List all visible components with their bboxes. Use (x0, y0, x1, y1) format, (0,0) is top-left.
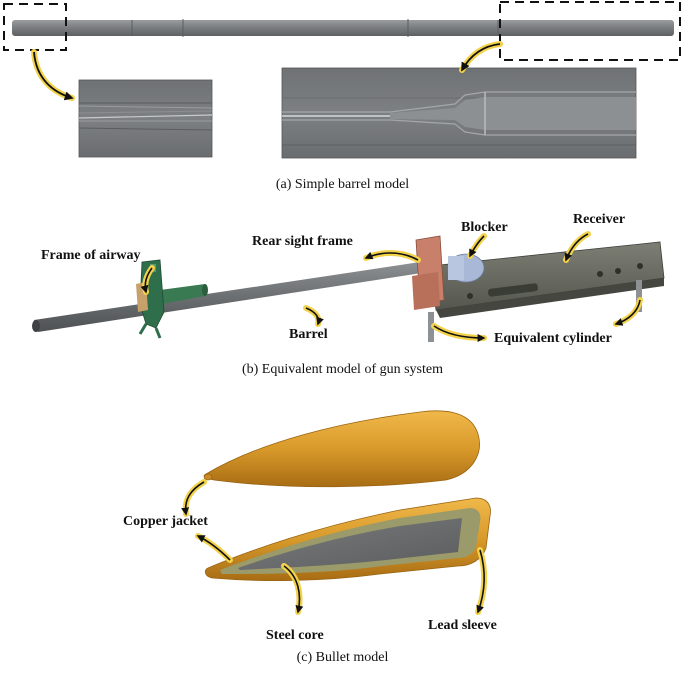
label-rear-sight-frame: Rear sight frame (252, 234, 353, 249)
blocker (447, 253, 485, 283)
panel-c-caption: (c) Bullet model (296, 650, 389, 665)
panel-a-caption: (a) Simple barrel model (275, 177, 410, 192)
arrow-steel-core (281, 563, 304, 615)
panel-b-gun-system: Frame of airway Rear sight frame Blocker… (0, 200, 685, 390)
equivalent-cylinders (428, 280, 642, 342)
arrow-copper-jacket-top (181, 479, 207, 517)
bullet-section (204, 497, 491, 582)
zoom-arrow-left (31, 49, 75, 101)
panel-b-figure (32, 231, 665, 342)
panel-a-figure (3, 1, 681, 159)
label-equivalent-cylinder: Equivalent cylinder (494, 331, 612, 346)
label-copper-jacket: Copper jacket (123, 514, 208, 529)
arrow-lead-sleeve (475, 547, 488, 615)
label-steel-core: Steel core (266, 628, 324, 643)
label-blocker: Blocker (461, 220, 508, 235)
label-lead-sleeve: Lead sleeve (428, 618, 497, 633)
arrow-barrel (303, 305, 324, 327)
arrow-rear-sight (363, 250, 421, 263)
rear-sight-frame (412, 235, 445, 310)
arrow-equivalent-cylinder (431, 323, 487, 342)
arrow-equivalent-cylinder-right (613, 297, 643, 327)
label-barrel: Barrel (289, 327, 328, 342)
panel-c-bullet: Copper jacket Steel core Lead sleeve (c)… (0, 390, 685, 676)
arrow-blocker (467, 233, 487, 259)
arrow-copper-jacket-bottom (195, 533, 233, 563)
detail-view-muzzle (78, 79, 213, 158)
arrow-frame-of-airway (140, 265, 155, 295)
label-receiver: Receiver (573, 212, 626, 227)
detail-view-chamber (281, 67, 637, 159)
label-frame-of-airway: Frame of airway (41, 248, 141, 263)
panel-b-caption: (b) Equivalent model of gun system (241, 362, 444, 377)
gun-barrel (32, 262, 428, 332)
panel-c-figure (181, 410, 491, 615)
panel-a-simple-barrel: (a) Simple barrel model (0, 0, 685, 200)
zoom-box-right (499, 1, 681, 61)
simple-barrel (12, 19, 674, 37)
arrow-receiver (563, 231, 591, 263)
bullet-full (203, 410, 480, 488)
zoom-arrow-right (459, 41, 503, 73)
